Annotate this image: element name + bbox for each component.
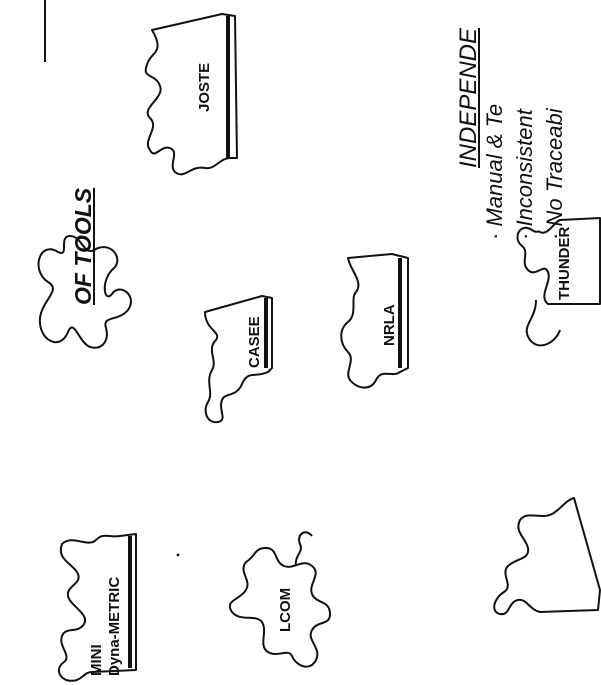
puzzle-piece-joste <box>146 14 237 174</box>
label-thunder: THUNDER <box>556 227 573 300</box>
label-nrla: NRLA <box>381 304 398 346</box>
label-mini: MINI <box>88 644 105 676</box>
puzzle-piece-bottom-right <box>494 498 600 614</box>
label-dyna-metric: Dyna-METRIC <box>106 577 123 676</box>
label-joste: JOSTE <box>196 63 213 112</box>
dot-mark <box>177 554 180 557</box>
puzzle-piece-empty <box>39 236 131 348</box>
label-casee: CASEE <box>246 316 263 368</box>
label-lcom: LCOM <box>277 588 294 632</box>
